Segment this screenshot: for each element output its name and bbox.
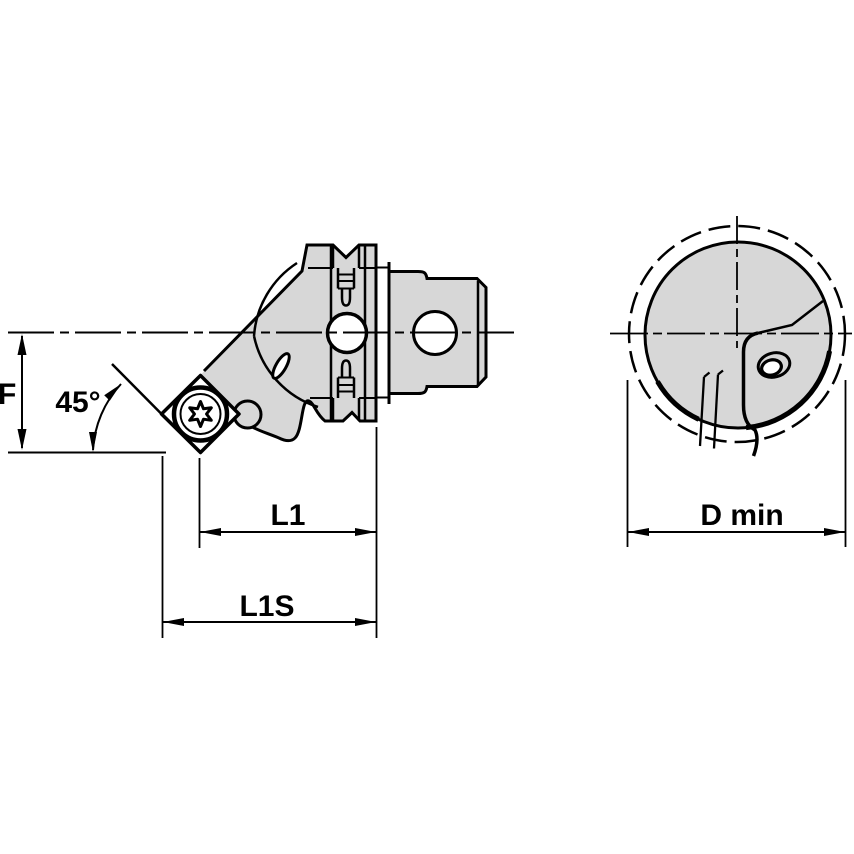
clamp-screw-top — [331, 245, 361, 307]
dim-label-l1s: L1S — [239, 590, 294, 623]
insert-outline-end — [741, 331, 759, 457]
angle-reference-line — [111, 363, 167, 419]
dim-label-l1: L1 — [270, 499, 305, 532]
pocket-lines — [757, 300, 824, 335]
heavy-edge-arcs — [655, 350, 833, 431]
clamp-screw-bottom — [331, 359, 361, 421]
tool-head-outline — [202, 243, 378, 443]
dimension-angle: 45° — [55, 363, 167, 452]
angle-label: 45° — [55, 386, 100, 419]
insert-screw-icon — [171, 385, 230, 443]
dim-label-dmin: D min — [700, 499, 783, 532]
torx-star-icon — [188, 400, 213, 428]
end-view: D min — [610, 216, 852, 547]
insert-screw-hole-inner — [760, 358, 783, 377]
dimension-f: F — [0, 334, 27, 450]
body-circle — [643, 240, 833, 430]
face-edge-lines — [698, 369, 724, 449]
coolant-slot — [271, 352, 291, 380]
dimension-dmin: D min — [626, 380, 847, 547]
dimension-l1: L1 — [198, 427, 378, 638]
shank-gap-lines — [377, 266, 389, 399]
side-view: F 45° L1 L1S — [0, 243, 514, 638]
neck-arcs — [252, 261, 319, 409]
dimension-l1s: L1S — [161, 456, 376, 638]
dim-label-f: F — [0, 378, 16, 411]
collar-shoulder-lines — [308, 267, 376, 399]
